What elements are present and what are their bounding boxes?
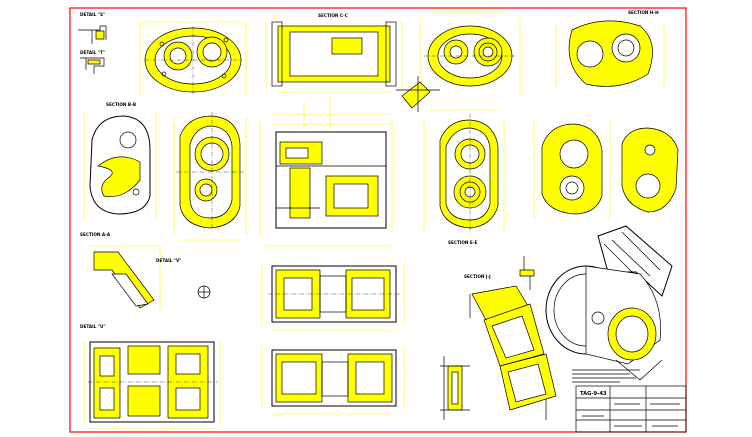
section-a-a-view: SECTION A-A DETAIL "V" [80,232,211,312]
detail-shaft-view [440,356,470,420]
center-elevation-view [259,96,393,247]
section-j-j-label: SECTION J-J [464,274,491,279]
top-right-housing [419,11,521,96]
section-d-d-view [621,127,679,213]
drawing-number: TAG-9-43 [580,391,607,397]
section-h-h-view: SECTION H-H [555,10,665,90]
section-a-a-label: SECTION A-A [80,232,111,237]
section-g-g-view [533,120,611,220]
sheet-border [69,7,687,433]
section-c-c-view: SECTION C-C [265,13,403,93]
section-b-b-view: SECTION B-B [83,102,157,220]
section-e-e-label: SECTION E-E [448,240,477,245]
detail-small-bracket [396,76,440,112]
section-b-b-label: SECTION B-B [106,102,136,107]
front-housing-view [173,112,247,241]
section-c-c-label: SECTION C-C [318,13,348,18]
detail-s-label: DETAIL "S" [80,12,105,17]
bottom-left-section-view: DETAIL "U" [80,324,221,429]
notes-block [572,369,640,383]
isometric-housing-view [545,225,673,381]
detail-w-view [519,256,535,290]
section-h-h-label: SECTION H-H [628,10,659,15]
side-section-lower [261,346,405,415]
top-view-housing [139,21,247,98]
detail-s-view: DETAIL "S" DETAIL "T" [78,12,107,74]
detail-t-label: DETAIL "T" [80,50,105,55]
detail-u-label: DETAIL "U" [80,324,106,329]
side-section-upper [261,262,405,331]
section-j-j-view: SECTION J-J [464,274,557,420]
title-block: TAG-9-43 [575,385,687,433]
detail-v-label: DETAIL "V" [156,258,181,263]
section-e-e-view: SECTION E-E [423,109,505,245]
